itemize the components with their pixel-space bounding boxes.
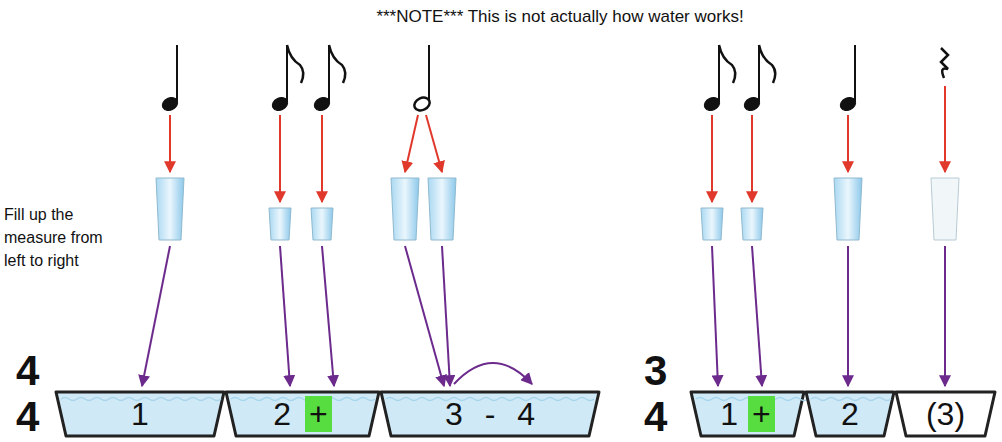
beat-number: + <box>752 396 771 432</box>
beat-number: - <box>485 396 496 432</box>
water-glasses <box>156 178 959 240</box>
beat-number: 2 <box>841 396 859 432</box>
beat-bucket: 2+ <box>225 390 380 438</box>
beat-number: 2 <box>273 396 291 432</box>
note-title: ***NOTE*** This is not actually how wate… <box>290 6 830 28</box>
bucket-outline <box>225 390 380 438</box>
instruction-note: Fill up the measure from left to right <box>4 203 126 272</box>
beat-bucket: 1 <box>55 390 225 438</box>
red-arrows <box>170 86 945 202</box>
highlight-box: + <box>305 396 332 432</box>
time-signature-top: 3 <box>644 350 667 392</box>
beat-number: 4 <box>517 396 535 432</box>
beat-bucket: (3) <box>895 390 996 438</box>
beat-number: + <box>309 396 328 432</box>
time-signature-top: 4 <box>16 350 39 392</box>
beat-number: 3 <box>445 396 463 432</box>
beat-number: 1 <box>131 396 149 432</box>
beat-number: 1 <box>720 396 738 432</box>
beat-bucket: 1+ <box>690 390 805 438</box>
beat-bucket: 2 <box>805 390 895 438</box>
time-signature-bottom: 4 <box>644 396 667 438</box>
beat-number: (3) <box>926 396 965 432</box>
music-notes <box>160 45 948 113</box>
time-signature-bottom: 4 <box>16 396 39 438</box>
highlight-box: + <box>748 396 775 432</box>
beat-bucket: 3-4 <box>380 390 600 438</box>
purple-arrows <box>142 246 945 386</box>
